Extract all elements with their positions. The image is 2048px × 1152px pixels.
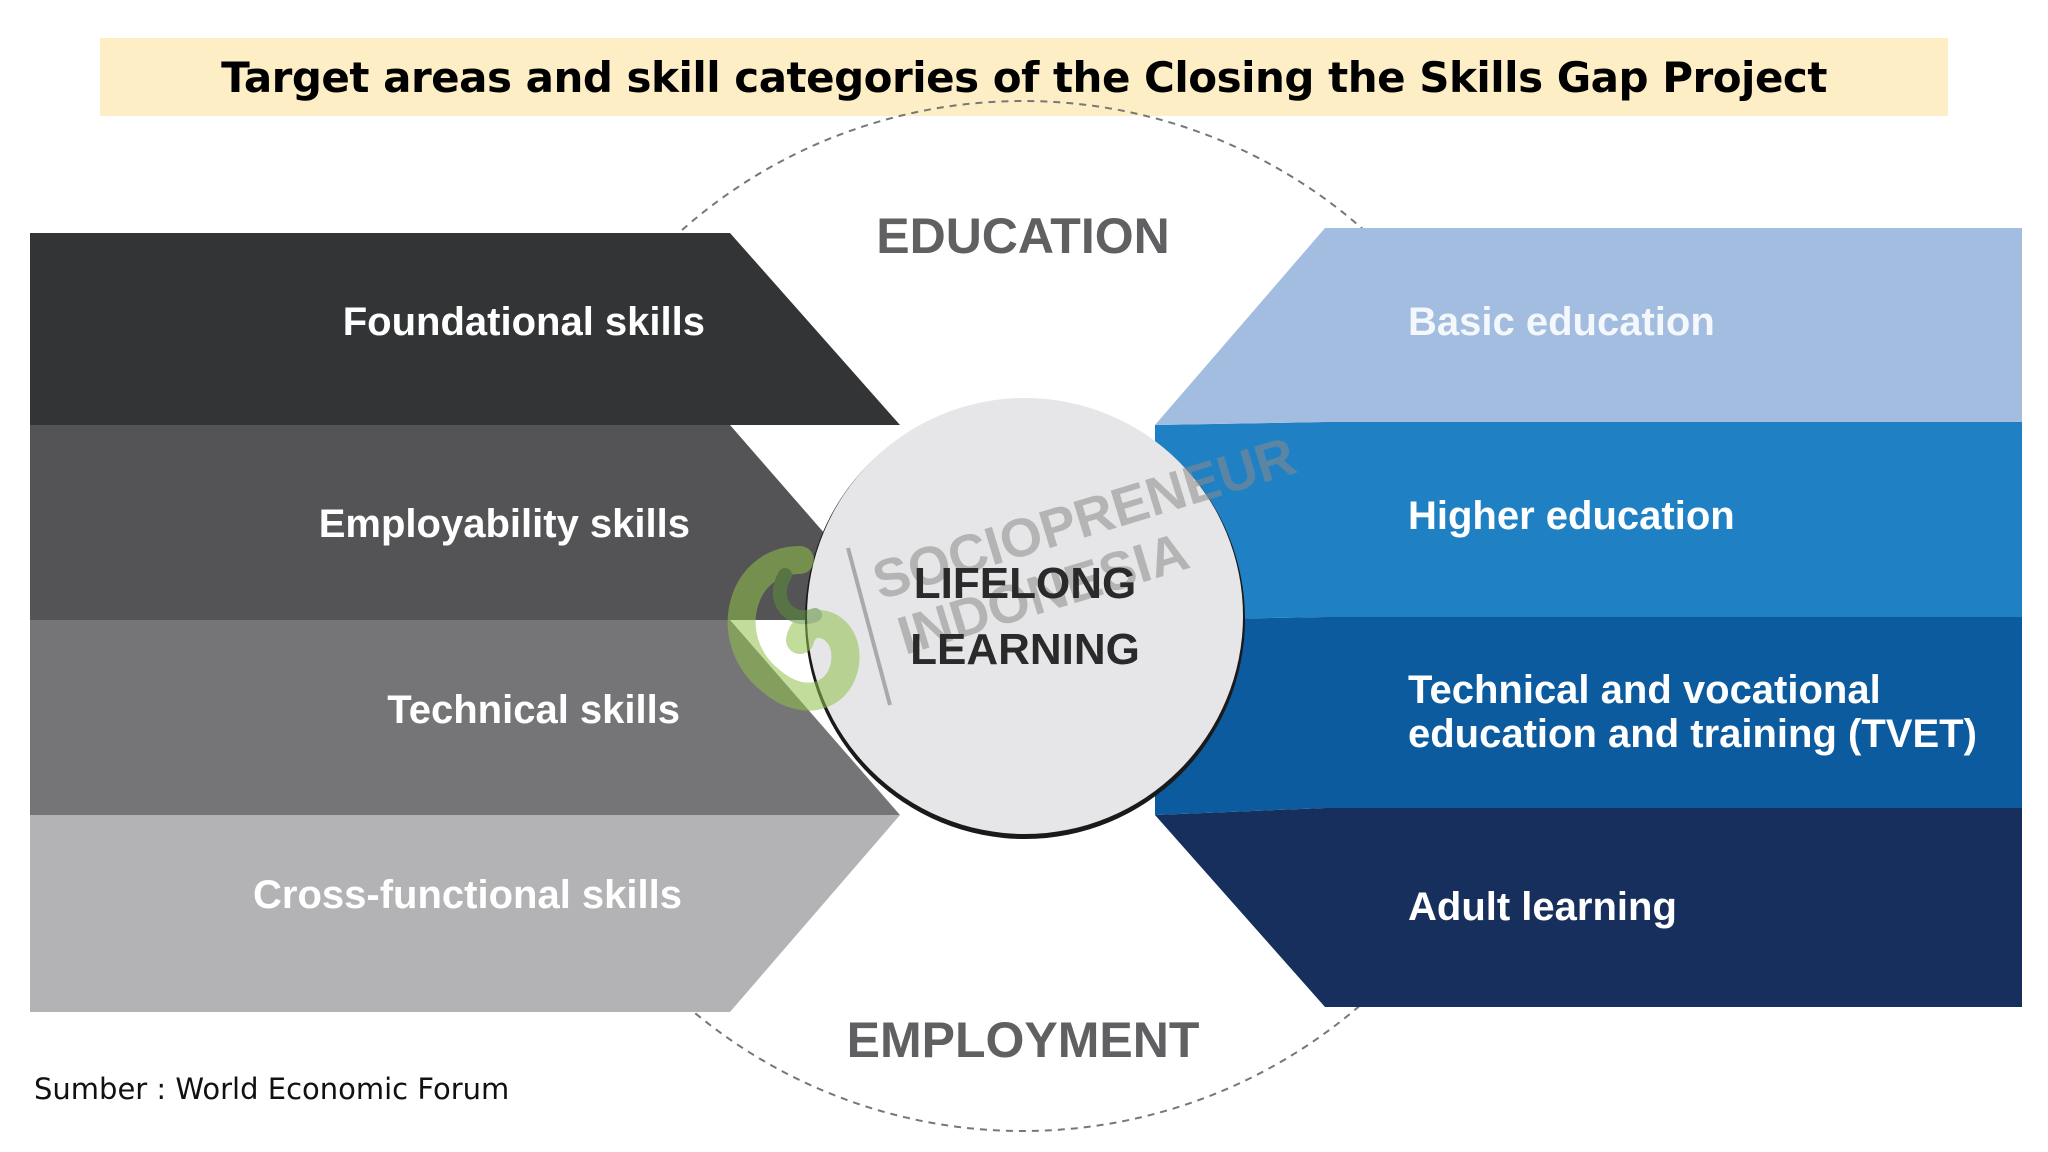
- skill-label-technical: Technical skills: [387, 688, 680, 732]
- center-label-line2: LEARNING: [910, 625, 1140, 674]
- center-circle: [807, 398, 1243, 834]
- skill-band-foundational: [30, 233, 900, 425]
- edu-label-tvet-line2: education and training (TVET): [1408, 712, 1977, 756]
- education-label: EDUCATION: [876, 208, 1170, 264]
- edu-label-adult: Adult learning: [1408, 885, 1677, 929]
- edu-label-tvet-line1: Technical and vocational: [1408, 668, 1881, 712]
- edu-label-higher: Higher education: [1408, 494, 1735, 538]
- employment-label: EMPLOYMENT: [847, 1012, 1200, 1068]
- edu-band-higher: [1155, 422, 2022, 620]
- page-title: Target areas and skill categories of the…: [221, 52, 1827, 102]
- skill-label-cross-functional: Cross-functional skills: [253, 873, 682, 917]
- edu-label-basic: Basic education: [1408, 300, 1715, 344]
- title-banner: Target areas and skill categories of the…: [100, 38, 1948, 116]
- skill-label-employability: Employability skills: [319, 502, 690, 546]
- watermark-logo-icon: [727, 546, 860, 711]
- center-label-line1: LIFELONG: [914, 559, 1136, 608]
- watermark-divider: [846, 547, 892, 706]
- skill-band-cross-functional: [30, 815, 900, 1012]
- skill-band-technical: [30, 620, 900, 815]
- edu-band-adult-learning: [1155, 808, 2022, 1007]
- source-note: Sumber : World Economic Forum: [34, 1072, 510, 1106]
- edu-band-tvet: [1155, 617, 2022, 815]
- skill-label-foundational: Foundational skills: [343, 300, 705, 344]
- edu-band-basic: [1155, 228, 2022, 425]
- skill-band-employability: [30, 425, 900, 620]
- watermark-logo-swirl-icon: [772, 568, 822, 625]
